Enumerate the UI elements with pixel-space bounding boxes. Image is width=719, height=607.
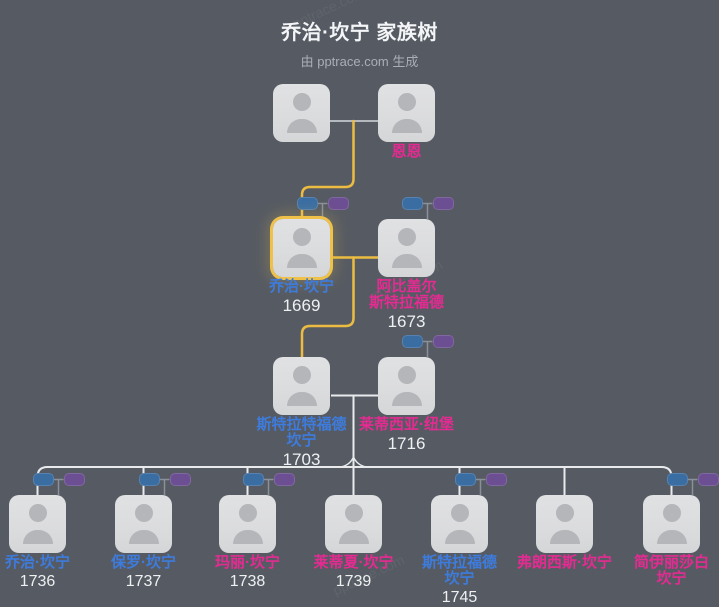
- mini-mother-chip[interactable]: [698, 473, 719, 486]
- mini-father-chip[interactable]: [402, 197, 423, 210]
- person-avatar-icon: [129, 530, 159, 544]
- mini-mother-chip[interactable]: [64, 473, 85, 486]
- avatar-card[interactable]: [536, 495, 593, 553]
- person-card-george-canning-1669: 乔治·坎宁 1669: [273, 219, 330, 277]
- avatar-card[interactable]: [643, 495, 700, 553]
- mini-mother-chip[interactable]: [433, 197, 454, 210]
- person-avatar-icon: [392, 392, 422, 406]
- person-card-frances-canning: 弗朗西斯·坎宁: [536, 495, 593, 553]
- mini-father-chip[interactable]: [139, 473, 160, 486]
- avatar-card[interactable]: [378, 84, 435, 142]
- person-avatar-icon: [287, 254, 317, 268]
- person-avatar-icon: [445, 530, 475, 544]
- person-avatar-icon: [23, 530, 53, 544]
- avatar-card[interactable]: [378, 357, 435, 415]
- person-name: 坎宁: [606, 571, 719, 587]
- person-year: 1716: [341, 434, 473, 453]
- person-year: 1745: [394, 588, 526, 607]
- mini-father-chip[interactable]: [297, 197, 318, 210]
- person-year: 1673: [341, 312, 473, 331]
- person-card-jane-elizabeth-canning: 简伊丽莎白 坎宁: [643, 495, 700, 553]
- person-avatar-icon: [657, 530, 687, 544]
- person-avatar-icon: [398, 228, 416, 246]
- person-card-stratford-canning-1745: 斯特拉福德 坎宁 1745: [431, 495, 488, 553]
- avatar-card-highlighted[interactable]: [273, 219, 330, 277]
- person-name: 斯特拉福德: [341, 295, 473, 311]
- person-card-george-canning-1736: 乔治·坎宁 1736: [9, 495, 66, 553]
- person-card-letitia-newburgh: 莱蒂西亚·纽堡 1716: [378, 357, 435, 415]
- mini-father-chip[interactable]: [33, 473, 54, 486]
- person-name: 莱蒂西亚·纽堡: [341, 417, 473, 433]
- person-label: 简伊丽莎白 坎宁: [606, 555, 719, 587]
- person-avatar-icon: [293, 93, 311, 111]
- person-avatar-icon: [392, 254, 422, 268]
- person-label: 阿比盖尔 斯特拉福德 1673: [341, 279, 473, 331]
- person-avatar-icon: [239, 504, 257, 522]
- person-avatar-icon: [550, 530, 580, 544]
- person-card-stratford-canning-1703: 斯特拉特福德 坎宁 1703: [273, 357, 330, 415]
- person-label: 莱蒂西亚·纽堡 1716: [341, 417, 473, 453]
- person-avatar-icon: [663, 504, 681, 522]
- mini-father-chip[interactable]: [402, 335, 423, 348]
- person-avatar-icon: [451, 504, 469, 522]
- person-name: 恩恩: [341, 144, 473, 160]
- person-card-en-en: 恩恩: [378, 84, 435, 142]
- person-name: 简伊丽莎白: [606, 555, 719, 571]
- mini-mother-chip[interactable]: [328, 197, 349, 210]
- person-avatar-icon: [398, 366, 416, 384]
- mini-father-chip[interactable]: [243, 473, 264, 486]
- person-card-abigail-stratford: 阿比盖尔 斯特拉福德 1673: [378, 219, 435, 277]
- avatar-card[interactable]: [273, 84, 330, 142]
- person-avatar-icon: [556, 504, 574, 522]
- person-card-mary-canning: 玛丽·坎宁 1738: [219, 495, 276, 553]
- avatar-card[interactable]: [115, 495, 172, 553]
- person-avatar-icon: [233, 530, 263, 544]
- person-name: 坎宁: [394, 571, 526, 587]
- person-avatar-icon: [135, 504, 153, 522]
- person-label: 恩恩: [341, 144, 473, 160]
- person-avatar-icon: [29, 504, 47, 522]
- mini-father-chip[interactable]: [455, 473, 476, 486]
- person-name: 阿比盖尔: [341, 279, 473, 295]
- person-avatar-icon: [287, 392, 317, 406]
- avatar-card[interactable]: [325, 495, 382, 553]
- person-avatar-icon: [345, 504, 363, 522]
- person-avatar-icon: [398, 93, 416, 111]
- person-avatar-icon: [293, 366, 311, 384]
- person-card-letitia-canning: 莱蒂夏·坎宁 1739: [325, 495, 382, 553]
- person-avatar-icon: [392, 119, 422, 133]
- mini-mother-chip[interactable]: [433, 335, 454, 348]
- person-avatar-icon: [339, 530, 369, 544]
- person-avatar-icon: [287, 119, 317, 133]
- mini-father-chip[interactable]: [667, 473, 688, 486]
- mini-mother-chip[interactable]: [486, 473, 507, 486]
- mini-mother-chip[interactable]: [274, 473, 295, 486]
- avatar-card[interactable]: [273, 357, 330, 415]
- person-avatar-icon: [293, 228, 311, 246]
- avatar-card[interactable]: [9, 495, 66, 553]
- avatar-card[interactable]: [431, 495, 488, 553]
- avatar-card[interactable]: [378, 219, 435, 277]
- person-card-paul-canning: 保罗·坎宁 1737: [115, 495, 172, 553]
- avatar-card[interactable]: [219, 495, 276, 553]
- person-card-grandfather: [273, 84, 330, 142]
- mini-mother-chip[interactable]: [170, 473, 191, 486]
